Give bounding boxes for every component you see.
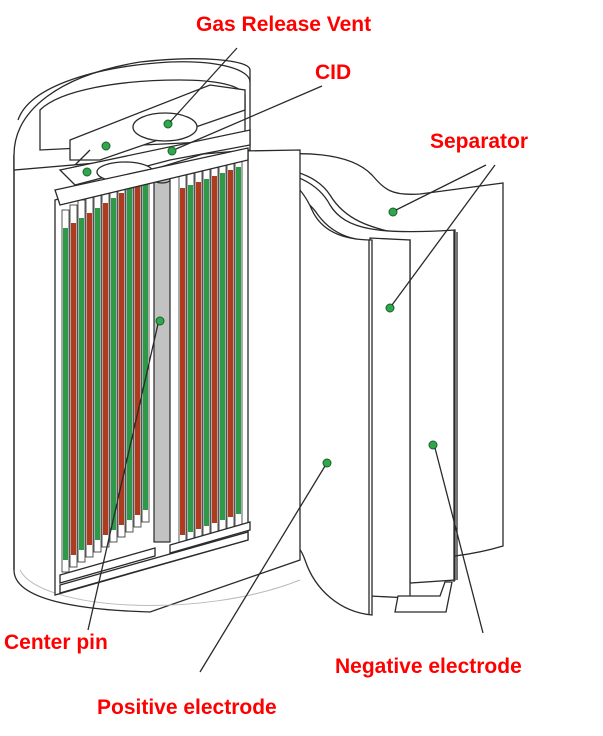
gasket-line: [74, 149, 91, 166]
negative-strip: [79, 218, 84, 550]
label-gas-release-vent: Gas Release Vent: [196, 13, 371, 36]
negative-strip: [204, 179, 209, 526]
leader-gas-vent: [169, 47, 238, 123]
electrode-tab: [394, 581, 453, 613]
markers: [82, 119, 438, 468]
center-pin-body: [153, 177, 171, 543]
leader-negative-electrode: [434, 447, 484, 634]
leader-separator-2: [391, 164, 496, 306]
positive-strip: [87, 213, 92, 545]
positive-strip: [228, 170, 233, 517]
negative-strip: [188, 185, 193, 532]
top-cap: [13, 58, 251, 206]
cid-marker: [167, 146, 177, 156]
center-pin: [153, 176, 171, 543]
separator-marker-outer: [388, 207, 398, 217]
negative-strip: [143, 178, 148, 510]
negative-strip: [236, 167, 241, 514]
label-negative-electrode: Negative electrode: [335, 655, 522, 678]
separator-sheet-inner: [369, 237, 411, 599]
label-cid: CID: [315, 61, 351, 84]
positive-strip: [180, 188, 185, 535]
positive-strip: [71, 223, 76, 555]
labels: Gas Release Vent CID Separator Center pi…: [4, 13, 528, 719]
can-bottom-curve: [19, 569, 301, 606]
positive-strip: [212, 176, 217, 523]
positive-strip: [103, 203, 108, 535]
leader-lines: [87, 47, 496, 673]
center-pin-marker: [155, 316, 165, 326]
label-positive-electrode: Positive electrode: [97, 696, 277, 719]
bottom-plate: [59, 521, 251, 594]
positive-strip: [135, 183, 140, 515]
negative-electrode-marker: [428, 440, 438, 450]
negative-strip: [220, 173, 225, 520]
electrode-stack: [61, 148, 243, 573]
positive-strip: [119, 193, 124, 525]
positive-electrode-marker: [322, 458, 332, 468]
gasket-marker: [82, 167, 92, 177]
positive-strip: [196, 182, 201, 529]
cap-marker: [101, 141, 111, 151]
leader-cid: [175, 85, 323, 150]
bottom-plate-base: [59, 531, 249, 594]
cap-gasket: [54, 147, 249, 206]
bottom-plate-left: [59, 547, 156, 584]
negative-strip: [63, 228, 68, 560]
bottom-plate-right: [169, 521, 251, 554]
separator-marker-inner: [385, 303, 395, 313]
leader-positive-electrode: [199, 465, 326, 673]
label-center-pin: Center pin: [4, 631, 108, 654]
negative-strip: [111, 198, 116, 530]
label-separator: Separator: [430, 130, 528, 153]
negative-strip: [95, 208, 100, 540]
leader-center-pin: [87, 323, 159, 631]
leader-separator-1: [395, 164, 487, 211]
cap-rim-line: [17, 61, 251, 121]
negative-strip: [127, 188, 132, 520]
